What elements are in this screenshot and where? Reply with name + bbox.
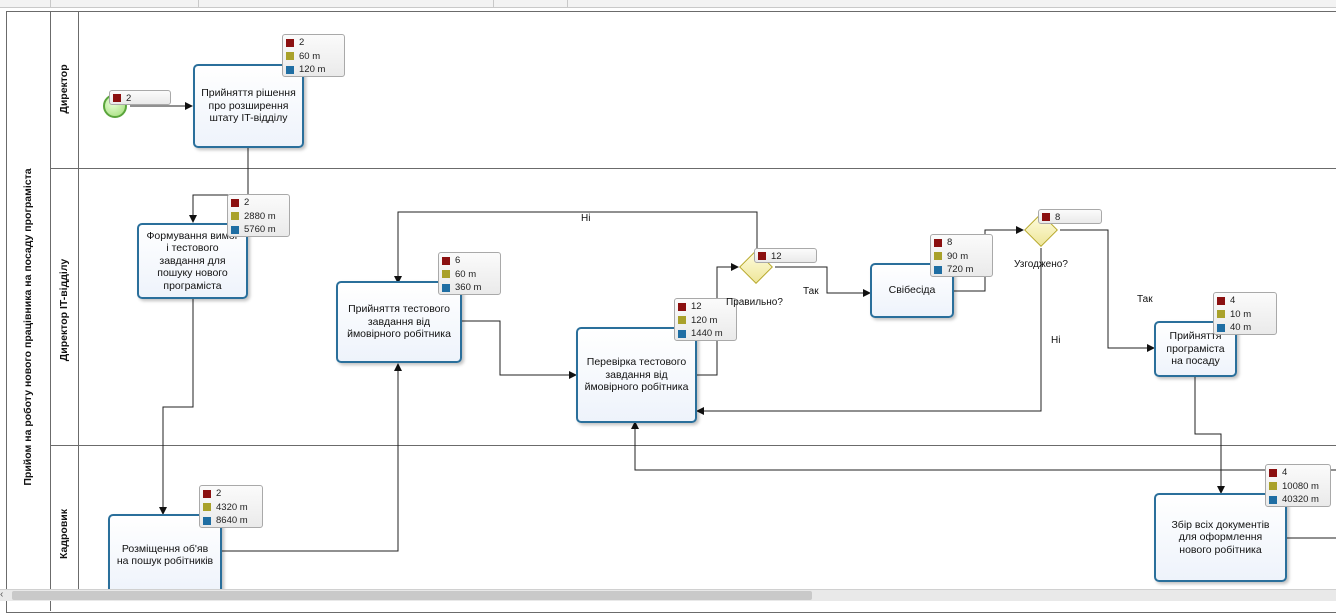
cost-icon <box>203 516 211 525</box>
lane-header-director <box>50 11 79 168</box>
count-icon <box>442 256 450 265</box>
task-decision[interactable]: Прийняття рішення про розширення штату I… <box>193 64 304 148</box>
flow-accept-to-check <box>461 320 577 379</box>
task-interview-badge: 8 90 m 720 m <box>930 234 993 277</box>
flow-gateway2-yes <box>1060 229 1155 352</box>
pool-header: Прийом на роботу нового працівника на по… <box>6 11 51 611</box>
cost-icon <box>286 65 294 74</box>
time-icon <box>442 270 450 279</box>
time-icon <box>1269 482 1277 491</box>
cost-icon <box>442 283 450 292</box>
time-icon <box>934 252 942 261</box>
diagram-canvas: Прийом на роботу нового працівника на по… <box>0 8 1336 613</box>
flow-decision-to-requirements <box>189 147 249 223</box>
count-icon <box>286 38 294 47</box>
flow-documents-to-check <box>631 421 1336 471</box>
time-icon <box>1217 310 1225 319</box>
top-tab-strip <box>0 0 1336 8</box>
flow-connectors <box>130 102 1336 552</box>
gateway-agreed-label: Узгоджено? <box>1014 259 1068 270</box>
task-hire[interactable]: Прийняття програміста на посаду <box>1154 321 1237 377</box>
count-icon <box>934 238 942 247</box>
task-accept-test-badge: 6 60 m 360 m <box>438 252 501 295</box>
flow-label-no: Ні <box>581 213 591 224</box>
flow-label-yes: Так <box>803 286 819 297</box>
tab-segment[interactable] <box>0 0 51 7</box>
tab-segment[interactable] <box>198 0 494 7</box>
time-icon <box>286 52 294 61</box>
flow-requirements-to-ads <box>159 299 194 515</box>
task-decision-badge: 2 60 m 120 m <box>282 34 345 77</box>
task-check-test[interactable]: Перевірка тестового завдання від ймовірн… <box>576 327 697 423</box>
count-icon <box>203 489 211 498</box>
cost-icon <box>231 225 239 234</box>
start-event-badge: 2 <box>109 90 171 105</box>
tab-segment[interactable] <box>50 0 199 7</box>
count-icon <box>758 252 766 260</box>
flow-gateway1-no <box>394 211 758 284</box>
cost-icon <box>678 329 686 338</box>
count-icon <box>1269 468 1277 477</box>
cost-icon <box>1269 495 1277 504</box>
lane-header-it-director <box>50 168 79 445</box>
flow-ads-to-accept <box>221 363 402 552</box>
gateway-agreed-badge: 8 <box>1038 209 1102 224</box>
count-icon <box>1042 213 1050 221</box>
lane-divider <box>50 168 1336 169</box>
scroll-left-icon[interactable]: ‹ <box>0 589 4 600</box>
cost-icon <box>934 265 942 274</box>
cost-icon <box>1217 323 1225 332</box>
task-requirements-badge: 2 2880 m 5760 m <box>227 194 290 237</box>
count-icon <box>113 94 121 102</box>
flow-hire-to-documents <box>1194 377 1225 494</box>
task-collect-documents[interactable]: Збір всіх документів для оформлення ново… <box>1154 493 1287 582</box>
horizontal-scrollbar[interactable]: ‹ <box>0 589 1336 601</box>
flow-gateway2-no <box>696 248 1042 415</box>
gateway-correct-label: Правильно? <box>726 297 783 308</box>
count-icon <box>231 198 239 207</box>
tab-segment[interactable] <box>493 0 568 7</box>
task-hire-badge: 4 10 m 40 m <box>1213 292 1277 335</box>
gateway-correct-badge: 12 <box>754 248 817 263</box>
lane-header-hr <box>50 445 79 595</box>
flow-gateway1-yes <box>775 266 871 297</box>
lane-divider <box>50 445 1336 446</box>
task-check-test-badge: 12 120 m 1440 m <box>674 298 737 341</box>
count-icon <box>1217 296 1225 305</box>
task-post-ads-badge: 2 4320 m 8640 m <box>199 485 263 528</box>
time-icon <box>203 503 211 512</box>
time-icon <box>231 212 239 221</box>
flow-label-yes: Так <box>1137 294 1153 305</box>
flow-label-no: Ні <box>1051 335 1061 346</box>
scrollbar-thumb[interactable] <box>12 591 812 600</box>
task-collect-documents-badge: 4 10080 m 40320 m <box>1265 464 1331 507</box>
time-icon <box>678 316 686 325</box>
count-icon <box>678 302 686 311</box>
